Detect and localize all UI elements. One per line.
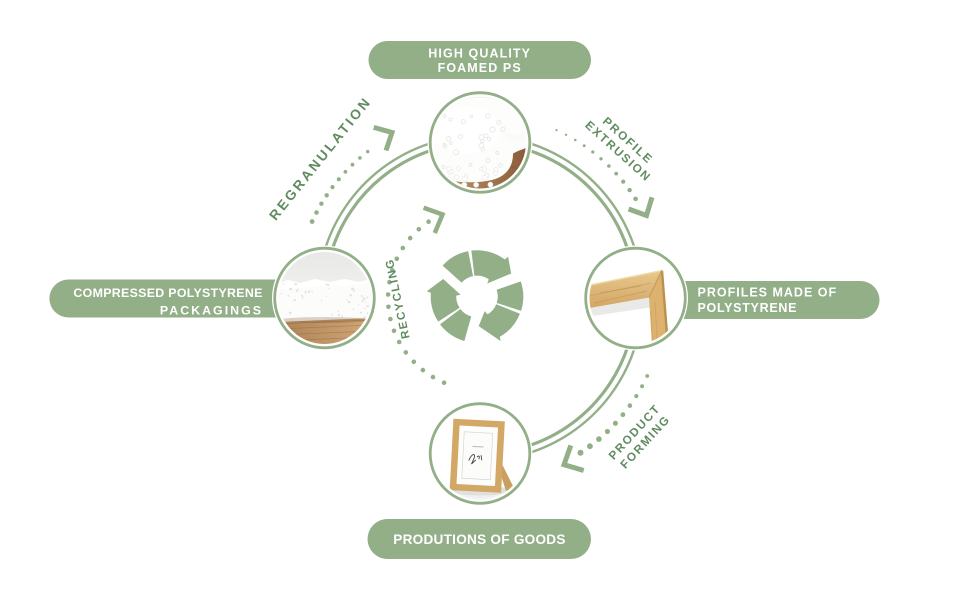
svg-text:PACKAGINGS: PACKAGINGS	[160, 304, 263, 318]
svg-text:PRODUTIONS OF GOODS: PRODUTIONS OF GOODS	[393, 532, 565, 547]
svg-text:POLYSTYRENE: POLYSTYRENE	[698, 301, 798, 315]
svg-text:COMPRESSED POLYSTYRENE: COMPRESSED POLYSTYRENE	[73, 286, 262, 300]
svg-text:PROFILES MADE OF: PROFILES MADE OF	[698, 286, 838, 300]
svg-text:FOAMED PS: FOAMED PS	[438, 61, 522, 75]
svg-text:HIGH QUALITY: HIGH QUALITY	[428, 47, 531, 61]
